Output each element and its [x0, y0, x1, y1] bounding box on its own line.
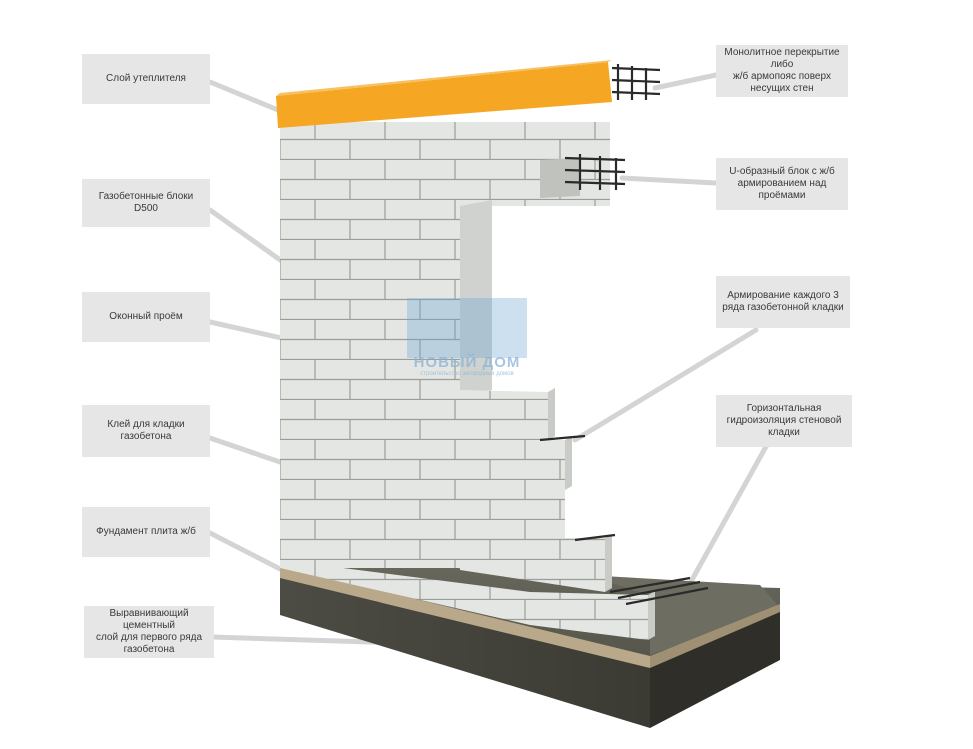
- rebar-row-2: [574, 533, 616, 542]
- wall-step-5: [530, 592, 648, 640]
- step-face-2: [565, 436, 572, 490]
- leader-aerated-blocks: [207, 207, 286, 265]
- leader-monolithic: [652, 72, 719, 91]
- watermark-subtitle: строительство загородных домов: [420, 371, 514, 377]
- callout-monolithic-slab: Монолитное перекрытие либо ж/б армопояс …: [716, 45, 848, 97]
- step-face-1: [548, 388, 555, 440]
- rebar: [539, 64, 709, 606]
- callout-u-block: U-образный блок с ж/б армированием над п…: [716, 158, 848, 210]
- leader-insulation: [207, 79, 281, 113]
- insulation-top: [276, 60, 612, 96]
- insulation-layer: [276, 60, 612, 128]
- u-block-face: [540, 158, 580, 198]
- leveling-layer: [280, 566, 650, 668]
- callout-waterproofing: Горизонтальная гидроизоляция стеновой кл…: [716, 395, 852, 447]
- rebar-u-block: [564, 154, 626, 190]
- slab-side: [650, 610, 780, 728]
- wall-step-1: [460, 390, 548, 440]
- wall-bottom-fill: [280, 560, 530, 625]
- watermark-title: НОВЫЙ ДОМ: [413, 354, 521, 371]
- callout-leveling-layer: Выравнивающий цементный слой для первого…: [84, 606, 214, 658]
- callout-window-opening: Оконный проём: [82, 292, 210, 342]
- watermark-box: [407, 298, 527, 358]
- leveling-layer-side: [650, 604, 780, 668]
- slab-top-right: [585, 575, 780, 655]
- callout-foundation-slab: Фундамент плита ж/б: [82, 507, 210, 557]
- wall-step-2: [460, 440, 565, 490]
- callout-aerated-blocks: Газобетонные блоки D500: [82, 179, 210, 227]
- watermark: НОВЫЙ ДОМ строительство загородных домов: [407, 298, 527, 377]
- insulation-front: [276, 62, 612, 128]
- rebar-row-3: [609, 576, 709, 606]
- rebar-row-1: [539, 434, 586, 442]
- callout-insulation: Слой утеплителя: [82, 54, 210, 104]
- step-face-4: [648, 591, 655, 640]
- callout-reinforcement: Армирование каждого 3 ряда газобетонной …: [716, 276, 850, 328]
- window-reveal: [460, 200, 492, 396]
- slab-front: [280, 572, 650, 728]
- leader-foundation: [207, 530, 285, 573]
- step-face-3: [605, 534, 612, 592]
- leader-reinforcement: [572, 327, 759, 443]
- aerated-concrete-wall: [280, 122, 655, 640]
- leader-waterproofing: [675, 440, 771, 608]
- wall-step-4: [460, 538, 605, 592]
- rebar-top-slab: [611, 64, 661, 100]
- wall-step-3: [460, 490, 565, 538]
- callout-masonry-glue: Клей для кладки газобетона: [82, 405, 210, 457]
- leader-u-block: [619, 175, 719, 186]
